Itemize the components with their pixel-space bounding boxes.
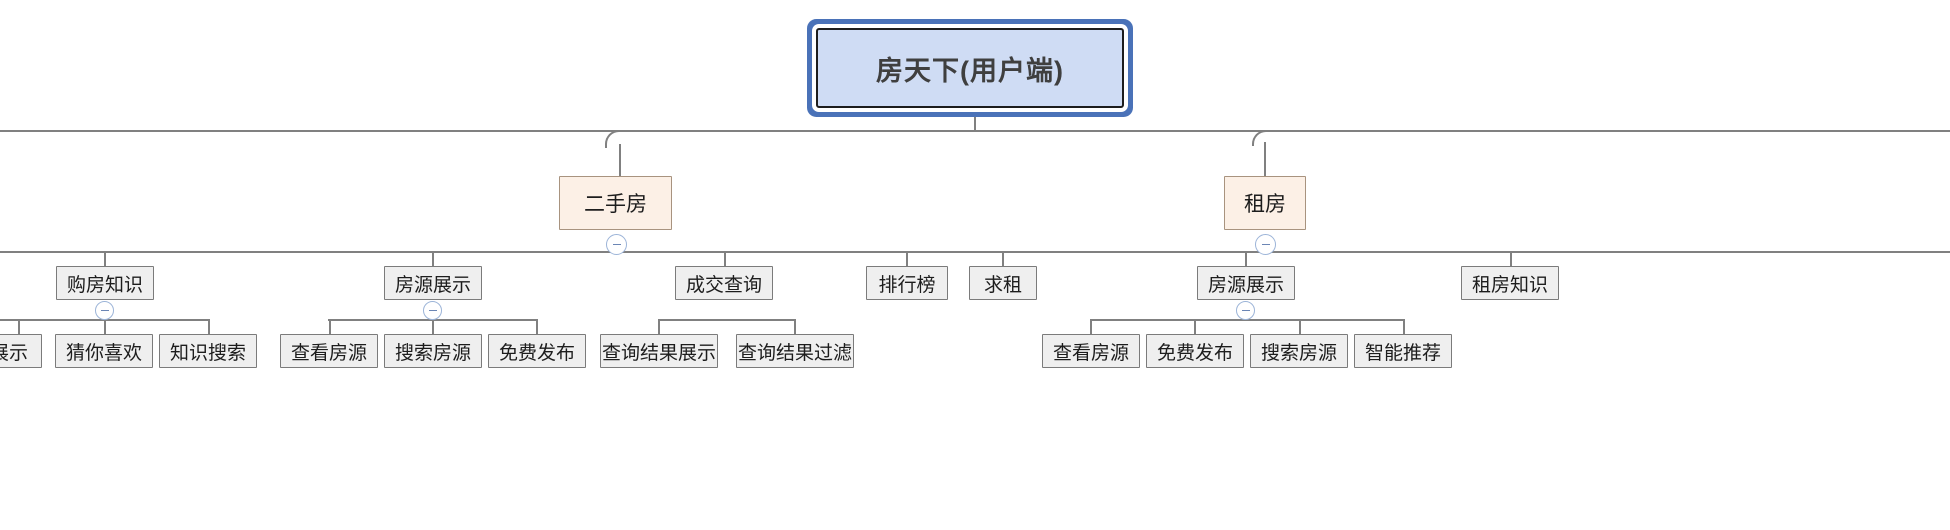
node-zhishisousuo-label: 知识搜索 [169, 342, 246, 364]
minus-circle-icon [428, 309, 437, 312]
node-sousuofangyuan-2[interactable]: 搜索房源 [1250, 334, 1348, 368]
connector-drop-fangyuanzhanshi-2 [1245, 251, 1247, 266]
connector-level4-bus-fangyuanzhanshi-2 [1090, 319, 1404, 321]
connector-drop-zufang [1264, 142, 1266, 176]
node-zhinengtuijian[interactable]: 智能推荐 [1354, 334, 1452, 368]
toggle-goufangzhishi[interactable] [95, 301, 114, 320]
node-qiuzu-label: 求租 [983, 274, 1022, 296]
node-fangyuanzhanshi-1-label: 房源展示 [394, 274, 471, 296]
connector-drop-goufangzhishi [104, 251, 106, 266]
node-chengjiaochaxun-label: 成交查询 [685, 274, 762, 296]
node-paihangbang[interactable]: 排行榜 [866, 266, 948, 300]
minus-circle-icon [100, 309, 109, 312]
node-sousuofangyuan-1[interactable]: 搜索房源 [384, 334, 482, 368]
node-chakanfangyuan-2-label: 查看房源 [1052, 342, 1129, 364]
node-qiuzu[interactable]: 求租 [969, 266, 1037, 300]
node-chakanfangyuan-1[interactable]: 查看房源 [280, 334, 378, 368]
connector-drop-ershoufang [619, 144, 621, 176]
connector-drop-fangyuanzhanshi-1 [432, 251, 434, 266]
node-goufangzhishi[interactable]: 购房知识 [56, 266, 154, 300]
connector-drop-paihangbang [906, 251, 908, 266]
connector-drop-zhanshi [18, 319, 20, 334]
node-fangyuanzhanshi-1[interactable]: 房源展示 [384, 266, 482, 300]
connector-root-stem [974, 117, 976, 131]
node-cainixihuan[interactable]: 猜你喜欢 [55, 334, 153, 368]
connector-drop-chaxunjieguozhanshi [658, 319, 660, 334]
node-root[interactable]: 房天下(用户端) [816, 28, 1124, 108]
node-paihangbang-label: 排行榜 [878, 274, 936, 296]
connector-elbow-ershoufang [605, 130, 623, 148]
node-mianfeifabu-2[interactable]: 免费发布 [1146, 334, 1244, 368]
connector-drop-chengjiaochaxun [724, 251, 726, 266]
connector-level4-bus-chengjiaochaxun [658, 319, 796, 321]
connector-drop-mianfeifabu-2 [1194, 319, 1196, 334]
node-chakanfangyuan-2[interactable]: 查看房源 [1042, 334, 1140, 368]
connector-drop-sousuofangyuan-1 [432, 319, 434, 334]
node-goufangzhishi-label: 购房知识 [66, 274, 143, 296]
connector-drop-cainixihuan [104, 319, 106, 334]
node-chaxunjieguozhanshi[interactable]: 查询结果展示 [600, 334, 718, 368]
connector-drop-chakanfangyuan-2 [1090, 319, 1092, 334]
node-root-label: 房天下(用户端) [876, 55, 1064, 86]
node-chaxunjieguoguolv-label: 查询结果过滤 [737, 342, 852, 364]
node-zufangzhishi[interactable]: 租房知识 [1461, 266, 1559, 300]
connector-drop-zufangzhishi [1510, 251, 1512, 266]
node-chaxunjieguoguolv[interactable]: 查询结果过滤 [736, 334, 854, 368]
node-zhishisousuo[interactable]: 知识搜索 [159, 334, 257, 368]
node-mianfeifabu-2-label: 免费发布 [1156, 342, 1233, 364]
node-mianfeifabu-1-label: 免费发布 [498, 342, 575, 364]
connector-drop-qiuzu [1002, 251, 1004, 266]
minus-circle-icon [1241, 309, 1250, 312]
connector-drop-sousuofangyuan-2 [1299, 319, 1301, 334]
minus-circle-icon [612, 243, 621, 246]
connector-elbow-zufang [1252, 130, 1268, 146]
node-sousuofangyuan-1-label: 搜索房源 [394, 342, 471, 364]
toggle-ershoufang[interactable] [606, 234, 627, 255]
node-fangyuanzhanshi-2-label: 房源展示 [1207, 274, 1284, 296]
connector-drop-chakanfangyuan-1 [329, 319, 331, 334]
connector-level3-bus [0, 251, 1950, 253]
connector-drop-zhinengtuijian [1403, 319, 1405, 334]
node-zhinengtuijian-label: 智能推荐 [1364, 342, 1441, 364]
toggle-zufang[interactable] [1255, 234, 1276, 255]
minus-circle-icon [1261, 243, 1270, 246]
toggle-fangyuanzhanshi-2[interactable] [1236, 301, 1255, 320]
node-cainixihuan-label: 猜你喜欢 [65, 342, 142, 364]
node-zhanshi-label: 展示 [0, 342, 28, 364]
connector-drop-mianfeifabu-1 [536, 319, 538, 334]
node-ershoufang[interactable]: 二手房 [559, 176, 672, 230]
node-zufang[interactable]: 租房 [1224, 176, 1306, 230]
node-chaxunjieguozhanshi-label: 查询结果展示 [601, 342, 716, 364]
node-zufang-label: 租房 [1244, 193, 1286, 216]
connector-drop-chaxunjieguoguolv [794, 319, 796, 334]
node-zufangzhishi-label: 租房知识 [1471, 274, 1548, 296]
node-fangyuanzhanshi-2[interactable]: 房源展示 [1197, 266, 1295, 300]
connector-drop-zhishisousuo [208, 319, 210, 334]
node-mianfeifabu-1[interactable]: 免费发布 [488, 334, 586, 368]
toggle-fangyuanzhanshi-1[interactable] [423, 301, 442, 320]
node-sousuofangyuan-2-label: 搜索房源 [1260, 342, 1337, 364]
node-chengjiaochaxun[interactable]: 成交查询 [675, 266, 773, 300]
node-ershoufang-label: 二手房 [584, 193, 647, 216]
node-zhanshi[interactable]: 展示 [0, 334, 42, 368]
connector-level2-bus [0, 130, 1950, 132]
node-chakanfangyuan-1-label: 查看房源 [290, 342, 367, 364]
